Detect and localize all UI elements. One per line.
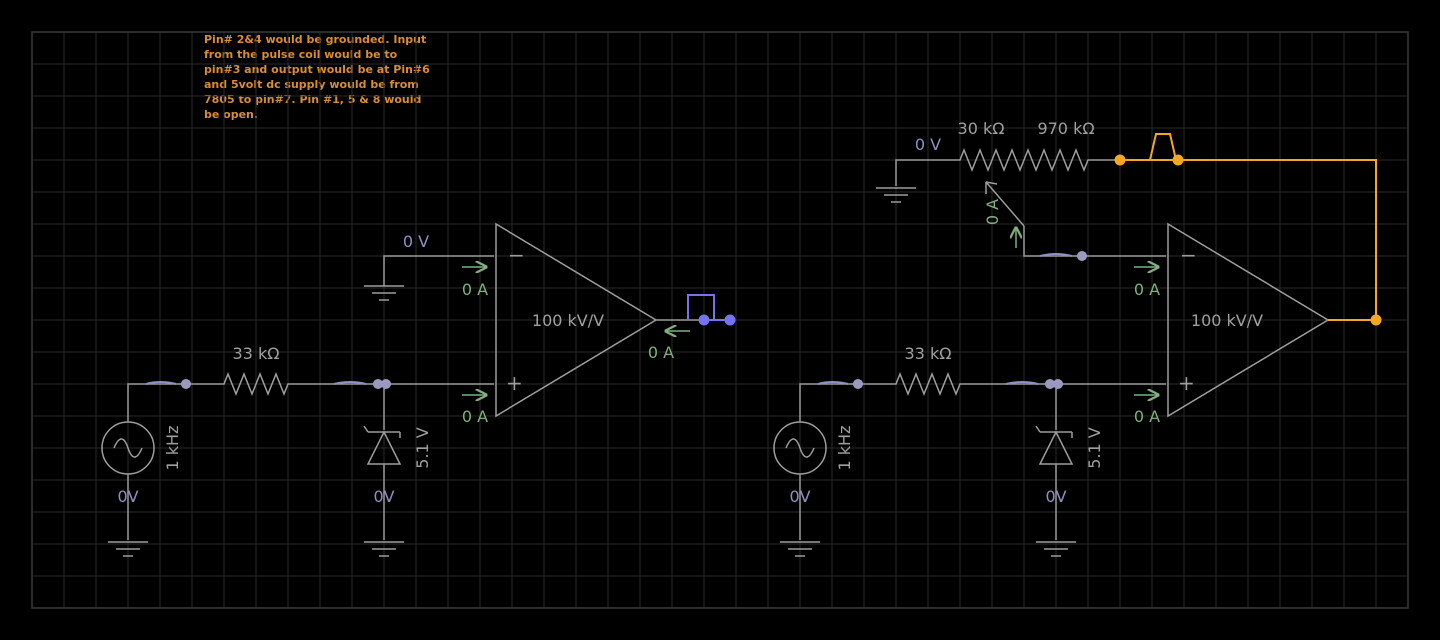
left-zener-diode[interactable]	[363, 425, 402, 465]
right-zener-voltage: 0V	[1045, 487, 1066, 506]
left-opamp-gain: 100 kV/V	[532, 311, 604, 330]
right-zener-label: 5.1 V	[1085, 427, 1104, 469]
left-source-ground-icon	[108, 541, 148, 557]
right-zener-ground-icon	[1036, 541, 1076, 557]
left-current-trace-2	[333, 381, 367, 385]
right-opamp-inv-sign: −	[1180, 243, 1197, 267]
right-pot-top-voltage: 0 V	[915, 135, 941, 154]
right-opamp-noninv-sign: +	[1178, 371, 1195, 395]
right-current-trace-2	[1005, 381, 1039, 385]
right-wiper-current: 0 A	[983, 199, 1002, 225]
left-resistor-label: 33 kΩ	[233, 344, 280, 363]
right-opamp[interactable]	[1167, 222, 1330, 418]
left-out-current: 0 A	[648, 343, 674, 362]
right-node-inv[interactable]	[1077, 251, 1087, 261]
right-pot-r2-label: 970 kΩ	[1037, 119, 1094, 138]
right-current-trace-3	[1039, 253, 1073, 257]
right-node-zener-a[interactable]	[1045, 379, 1055, 389]
right-circuit	[773, 147, 1330, 557]
left-inv-ground-icon	[364, 285, 404, 301]
square-wave-icon	[687, 294, 715, 320]
left-resistor-33k[interactable]	[186, 371, 384, 397]
right-source-wire	[799, 383, 858, 422]
pulse-wave-icon	[1120, 133, 1177, 161]
right-noninv-current: 0 A	[1134, 407, 1160, 426]
left-current-trace	[145, 381, 177, 385]
left-opamp-noninv-sign: +	[506, 371, 523, 395]
right-node-zener-b[interactable]	[1053, 379, 1063, 389]
right-pot-r1-label: 30 kΩ	[958, 119, 1005, 138]
canvas-border	[31, 31, 1409, 609]
right-node-source[interactable]	[853, 379, 863, 389]
left-inv-voltage: 0 V	[403, 232, 429, 251]
right-source-freq: 1 kHz	[835, 426, 854, 471]
left-source-freq: 1 kHz	[163, 426, 182, 471]
left-node-zener-b[interactable]	[381, 379, 391, 389]
left-opamp[interactable]	[495, 222, 658, 418]
right-inv-wire	[1023, 226, 1166, 257]
right-output-probe[interactable]	[1114, 133, 1382, 326]
left-zener-voltage: 0V	[373, 487, 394, 506]
left-inv-current: 0 A	[462, 280, 488, 299]
left-zener-ground-icon	[364, 541, 404, 557]
left-source-voltage: 0V	[117, 487, 138, 506]
left-inv-wire	[383, 255, 494, 286]
left-output-probe[interactable]	[687, 294, 736, 326]
right-zener-diode[interactable]	[1035, 425, 1074, 465]
right-potentiometer[interactable]	[895, 147, 1120, 186]
right-opamp-gain: 100 kV/V	[1191, 311, 1263, 330]
left-node-zener-a[interactable]	[373, 379, 383, 389]
right-current-trace	[817, 381, 849, 385]
right-source-ground-icon	[780, 541, 820, 557]
right-source-voltage: 0V	[789, 487, 810, 506]
right-pot-wiper	[985, 181, 1025, 227]
right-pot-ground-icon	[876, 187, 916, 203]
left-source-wire	[127, 383, 186, 422]
left-noninv-current: 0 A	[462, 407, 488, 426]
right-inv-current: 0 A	[1134, 280, 1160, 299]
left-circuit	[101, 222, 704, 557]
right-resistor-label: 33 kΩ	[905, 344, 952, 363]
left-opamp-inv-sign: −	[508, 243, 525, 267]
right-resistor-33k[interactable]	[858, 371, 1056, 397]
left-zener-label: 5.1 V	[413, 427, 432, 469]
left-node-source[interactable]	[181, 379, 191, 389]
